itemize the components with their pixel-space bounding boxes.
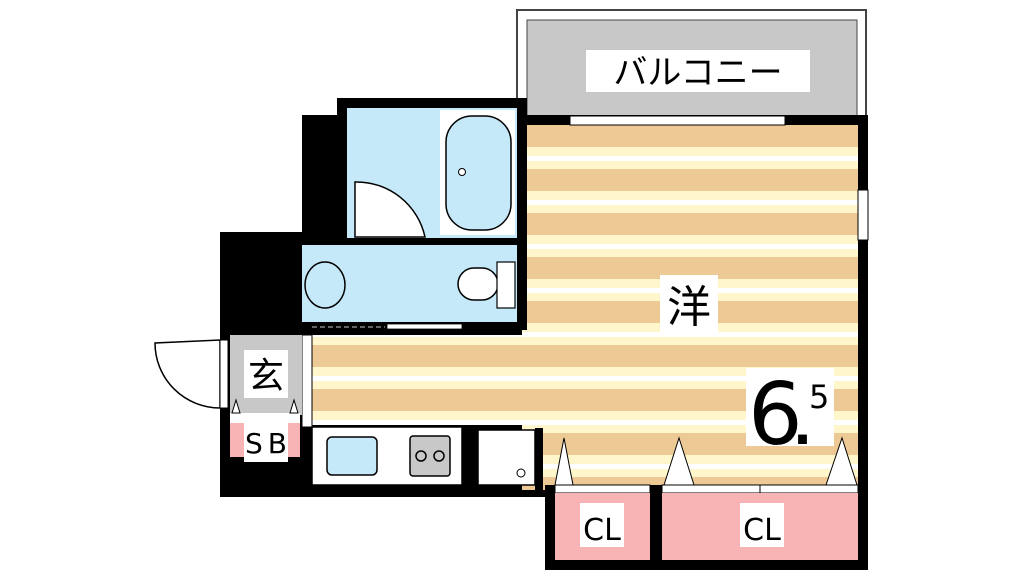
sink-icon — [326, 436, 378, 476]
room-size-fraction: 5 — [809, 378, 829, 416]
room-size-main: 6 — [748, 365, 803, 465]
entrance-label: 玄 — [248, 356, 284, 397]
closet-left-label: CL — [583, 513, 621, 548]
balcony: バルコニー — [516, 9, 867, 121]
window — [569, 115, 786, 126]
sink-icon — [304, 261, 346, 309]
entry-door-icon — [154, 339, 221, 409]
closet-left[interactable]: CL — [554, 437, 651, 560]
door-swing-icon — [354, 181, 426, 238]
kitchen — [311, 426, 543, 490]
shoe-box: SB — [230, 398, 300, 462]
washroom-toilet — [302, 245, 517, 330]
side-window — [857, 189, 869, 241]
room-size-dot: . — [793, 398, 812, 456]
closet-right[interactable]: CL — [661, 436, 859, 560]
fridge-space — [477, 429, 536, 486]
bathtub-icon — [445, 115, 512, 231]
toilet-icon — [457, 267, 499, 301]
room-label: 洋 — [667, 282, 711, 333]
entrance: 玄 — [154, 335, 302, 415]
bathroom — [347, 108, 517, 238]
closet-right-label: CL — [743, 513, 781, 548]
balcony-label: バルコニー — [613, 53, 782, 93]
stove-icon — [409, 435, 451, 477]
